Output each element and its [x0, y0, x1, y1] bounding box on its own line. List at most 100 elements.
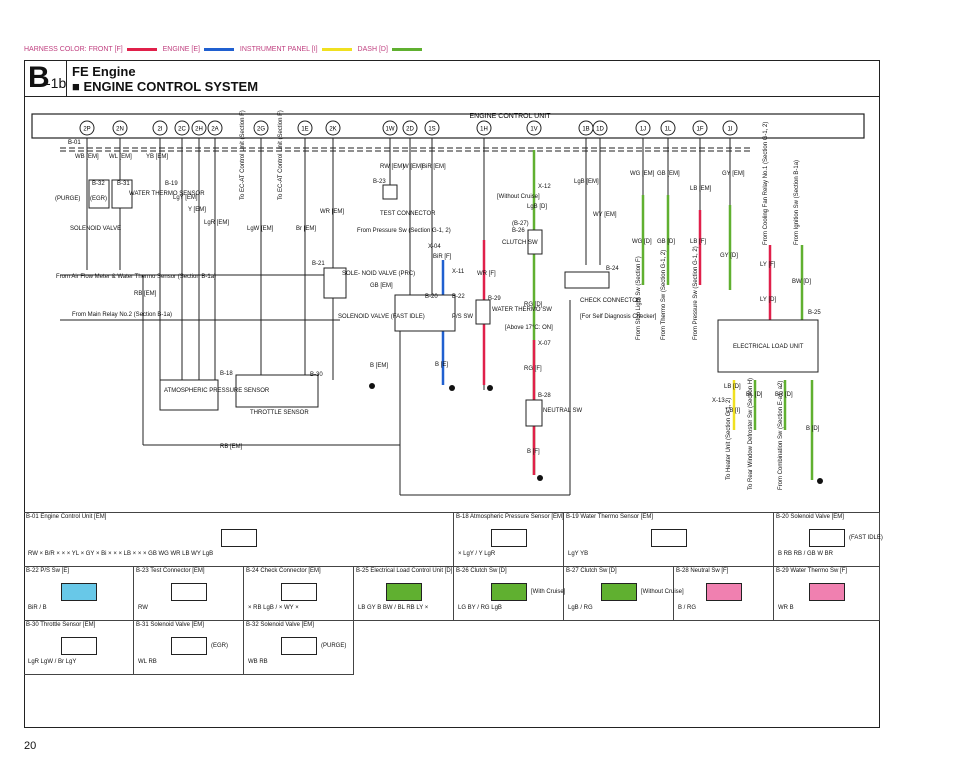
ground-marker-11	[449, 385, 455, 391]
x04-label: X-04	[428, 244, 441, 250]
x13-label: X-13	[712, 398, 725, 404]
ecu-pin-label: 2P	[83, 127, 90, 133]
connector-pin-labels: × LgY / Y LgR	[458, 551, 496, 557]
wire-label-gyd: GY [D]	[720, 253, 738, 259]
from-ignition-label: From Ignition Sw (Section B-1a)	[794, 160, 800, 245]
wire-label-bd: B [D]	[806, 426, 820, 432]
ecu-pin-label: 1F	[696, 127, 703, 133]
wire-label-wr: WR [EM]	[320, 209, 344, 215]
connector-face	[809, 529, 845, 547]
check-connector-box	[564, 271, 610, 289]
ecu-pin-label: 1J	[640, 127, 646, 133]
wire-label-wy: WY [EM]	[593, 212, 617, 218]
ecu-pin-circle	[297, 120, 313, 136]
from-combo-label: From Combination Sw (Section E-a1, a2)	[778, 381, 784, 490]
ecu-pin-circle	[253, 120, 269, 136]
title-divider	[66, 96, 880, 97]
connector-pin-labels: WR B	[778, 605, 794, 611]
wire-label-lbi: LB [I]	[726, 408, 740, 414]
connector-face	[221, 529, 257, 547]
connector-panel: B-29 Water Thermo Sw [F]WR B	[774, 567, 880, 621]
wire-label-lgbem: LgB [EM]	[574, 179, 599, 185]
legend-engine-swatch	[203, 48, 234, 51]
ecu-pin-circle	[382, 120, 398, 136]
ecu-pin-circle	[635, 120, 651, 136]
solenoid-fast-label: SOLENOID VALVE (FAST IDLE)	[338, 314, 425, 320]
connector-face	[491, 583, 527, 601]
wire-label-birf: BiR [F]	[433, 254, 452, 260]
wire-label-gyem: GY [EM]	[722, 171, 745, 177]
b24-label: B-24	[606, 266, 619, 272]
b25-label: B-25	[808, 310, 821, 316]
ecu-pin-label: 1L	[665, 127, 672, 133]
connector-panel: B-31 Solenoid Valve [EM]WL RB(EGR)	[134, 621, 244, 675]
wire-label-rb-bottom: RB [EM]	[220, 444, 243, 450]
throttle-sensor-box	[235, 374, 319, 408]
connector-note: [With Cruise]	[531, 589, 566, 595]
solenoid-egr-symbol	[111, 179, 133, 209]
section-code: B	[28, 61, 50, 94]
connector-pin-labels: RW	[138, 605, 148, 611]
x07-label: X-07	[538, 341, 551, 347]
self-diag-label: [For Self Diagnosis Checker]	[580, 314, 657, 320]
connector-face	[601, 583, 637, 601]
wire-label-bwd: BW [D]	[792, 279, 811, 285]
x12-label: X-12	[538, 184, 551, 190]
legend-dash-swatch	[391, 48, 422, 51]
b28-label: B-28	[538, 393, 551, 399]
wire-label-yb: YB [EM]	[146, 154, 168, 160]
connector-pin-labels: LgY YB	[568, 551, 589, 557]
b30-label: B-30	[310, 372, 323, 378]
connector-panel-title: B-18 Atmospheric Pressure Sensor [EM]	[456, 514, 564, 520]
b22-label: B-22	[452, 294, 465, 300]
test-connector-label: TEST CONNECTOR	[380, 211, 436, 217]
ecu-pin-circle	[112, 120, 128, 136]
ecu-pin-circle	[660, 120, 676, 136]
connector-face	[171, 583, 207, 601]
from-stop-light-label: From Stop Light Sw (Section F)	[636, 256, 642, 340]
from-main-relay-label: From Main Relay No.2 (Section B-1a)	[72, 312, 172, 318]
to-ecat-2-label: To EC-AT Control Unit (Section F)	[278, 110, 284, 200]
wire-label-gbd: GB [D]	[657, 239, 675, 245]
b32-label: B-32	[92, 181, 105, 187]
wire-label-be: B [E]	[435, 362, 448, 368]
connector-panel-title: B-19 Water Thermo Sensor [EM]	[566, 514, 654, 520]
connector-pin-labels: × RB LgB / × WY ×	[248, 605, 299, 611]
connector-pin-labels: LB GY B BW / BL RB LY ×	[358, 605, 429, 611]
b18-label: B-18	[220, 371, 233, 377]
connector-note: [Without Cruise]	[641, 589, 684, 595]
b31-label: B-31	[117, 181, 130, 187]
connector-note: (PURGE)	[321, 643, 347, 649]
legend-instrument-swatch	[321, 48, 352, 51]
b20-label: B-20	[425, 294, 438, 300]
water-thermo-label: WATER THERMO SENSOR	[129, 191, 205, 197]
wire-label-lgw: LgW [EM]	[247, 226, 274, 232]
connector-panel: B-30 Throttle Sensor [EM]LgR LgW / Br Lg…	[24, 621, 134, 675]
neutral-sw-label: NEUTRAL SW	[543, 408, 582, 414]
throttle-sensor-label: THROTTLE SENSOR	[250, 410, 309, 416]
wire-label-gb: GB [EM]	[370, 283, 393, 289]
connector-panel: B-22 P/S Sw [E]BiR / B	[24, 567, 134, 621]
from-cooling-label: From Cooling Fan Relay No.1 (Section G-1…	[763, 122, 769, 245]
connector-pin-labels: B RB RB / GB W BR	[778, 551, 834, 557]
ecu-pin-circle	[191, 120, 207, 136]
connector-note: (EGR)	[211, 643, 228, 649]
ecu-pin-circle	[692, 120, 708, 136]
wire-label-y: Y [EM]	[188, 207, 206, 213]
b29-label: B-29	[488, 296, 501, 302]
diagram-frame	[24, 60, 880, 728]
system-title: ■ ENGINE CONTROL SYSTEM	[72, 79, 259, 94]
connector-panel: B-20 Solenoid Valve [EM]B RB RB / GB W B…	[774, 513, 883, 567]
from-pressure-sw-label: From Pressure Sw (Section G-1, 2)	[693, 246, 699, 340]
connector-panel-title: B-32 Solenoid Valve [EM]	[246, 622, 314, 628]
connector-panel: B-28 Neutral Sw [F]B / RG	[674, 567, 774, 621]
connector-panel-title: B-24 Check Connector [EM]	[246, 568, 321, 574]
to-ecat-1-label: To EC-AT Control Unit (Section F)	[240, 110, 246, 200]
to-rear-label: To Rear Window Defroster Sw (Section H)	[748, 378, 754, 490]
connector-pin-labels: LgB / RG	[568, 605, 593, 611]
ecu-pin-label: 1D	[596, 127, 604, 133]
from-afm-label: From Air Flow Meter & Water Thermo Senso…	[56, 274, 216, 280]
connector-panel-title: B-25 Electrical Load Control Unit [D]	[356, 568, 453, 574]
connector-b01-label: B-01	[68, 140, 81, 146]
ground-marker-1	[537, 475, 543, 481]
